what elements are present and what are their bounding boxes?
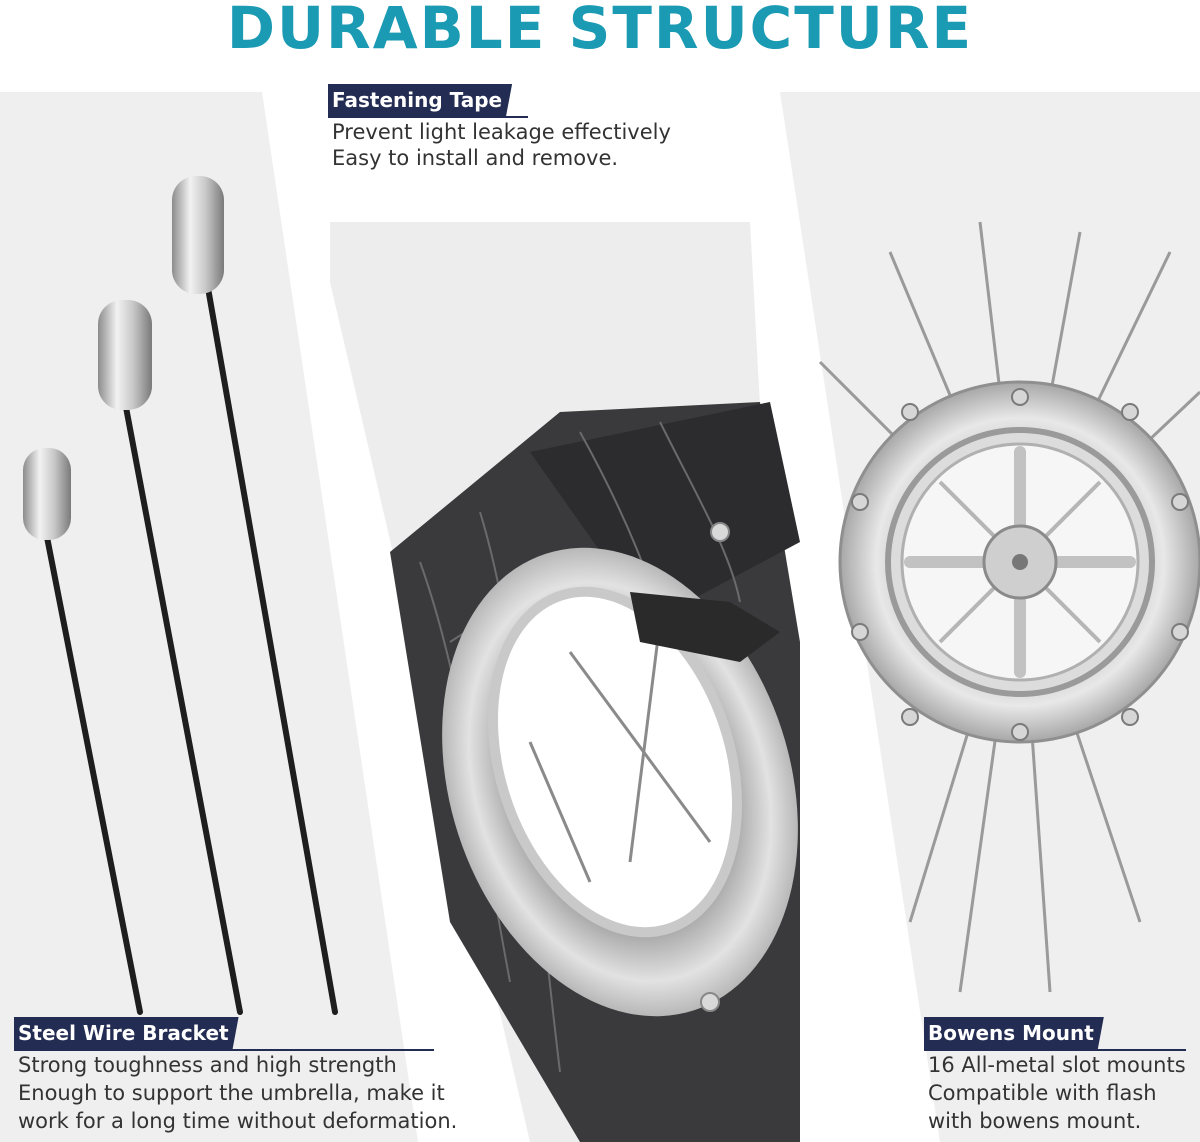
fastening-tape-desc-1: Prevent light leakage effectively bbox=[332, 120, 671, 144]
steel-wire-desc-3: work for a long time without deformation… bbox=[18, 1109, 458, 1133]
fastening-tape-panel bbox=[330, 222, 800, 1142]
bowens-mount-illustration bbox=[780, 92, 1200, 1142]
fastening-tape-desc-2: Easy to install and remove. bbox=[332, 146, 619, 170]
steel-wire-desc-1: Strong toughness and high strength bbox=[18, 1053, 397, 1077]
steel-wire-desc-2: Enough to support the umbrella, make it bbox=[18, 1081, 445, 1105]
softbox-illustration bbox=[330, 222, 800, 1142]
steel-wire-label: Steel Wire Bracket bbox=[14, 1017, 239, 1049]
bowens-mount-desc-3: with bowens mount. bbox=[928, 1109, 1142, 1133]
page-title: DURABLE STRUCTURE bbox=[226, 0, 974, 62]
steel-wire-underline bbox=[14, 1049, 434, 1051]
bowens-mount-underline bbox=[924, 1049, 1186, 1051]
bowens-mount-label: Bowens Mount bbox=[924, 1017, 1104, 1049]
fastening-tape-label: Fastening Tape bbox=[328, 84, 512, 116]
bowens-mount-desc-1: 16 All-metal slot mounts bbox=[928, 1053, 1186, 1077]
fastening-tape-underline bbox=[328, 116, 528, 118]
bowens-mount-panel bbox=[780, 92, 1200, 1142]
steel-wire-panel bbox=[0, 92, 420, 1142]
steel-wire-illustration bbox=[0, 92, 418, 1142]
bowens-mount-desc-2: Compatible with flash bbox=[928, 1081, 1157, 1105]
